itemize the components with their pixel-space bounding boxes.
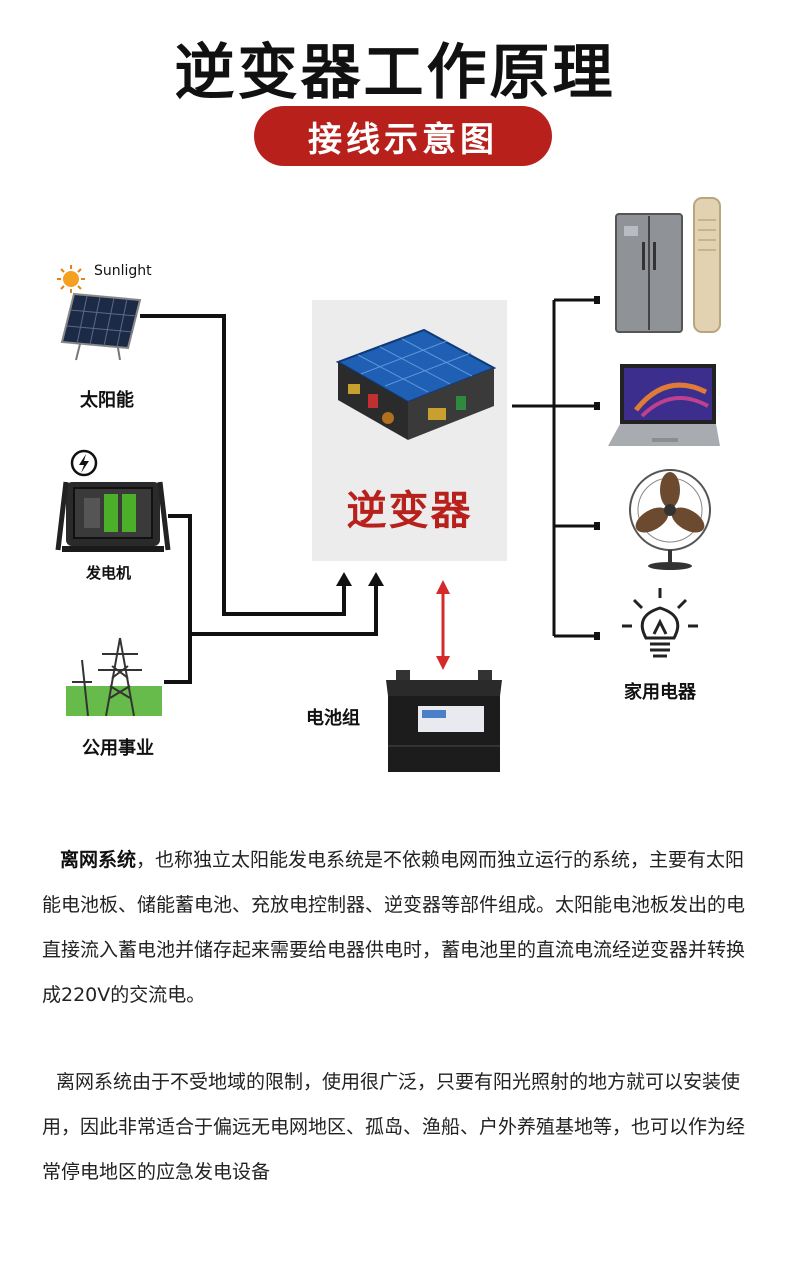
utility-wire (190, 584, 378, 636)
battery-arrow-down (436, 656, 450, 670)
wiring-diagram (140, 296, 600, 684)
light-bulb-icon (622, 588, 698, 658)
utility-label: 公用事业 (82, 738, 154, 759)
inverter-device-icon (335, 328, 497, 440)
off-grid-term: 离网系统 (60, 849, 137, 871)
battery-icon (386, 670, 502, 772)
subtitle-badge: 接线示意图 (254, 106, 552, 166)
generator-label: 发电机 (86, 564, 132, 582)
air-conditioner-icon (693, 197, 721, 333)
inverter-label: 逆变器 (346, 488, 473, 534)
generator-wire (164, 514, 192, 684)
solar-panel-icon (60, 292, 142, 361)
description-paragraph-1: 离网系统，也称独立太阳能发电系统是不依赖电网而独立运行的系统，主要有太阳能电池板… (42, 838, 752, 1018)
battery-label: 电池组 (306, 708, 360, 729)
fan-icon (629, 469, 711, 570)
output-plugs (554, 296, 600, 640)
solar-wire-arrow (336, 572, 352, 586)
battery-arrow-up (436, 580, 450, 594)
appliances-label: 家用电器 (624, 682, 696, 703)
generator-icon (55, 481, 171, 552)
refrigerator-icon (615, 213, 683, 333)
page-title: 逆变器工作原理 (174, 38, 616, 108)
sunlight-label: Sunlight (94, 263, 152, 279)
paragraph-1-text: ，也称独立太阳能发电系统是不依赖电网而独立运行的系统，主要有太阳能电池板、储能蓄… (42, 849, 746, 1006)
solar-label: 太阳能 (80, 390, 134, 411)
solar-wire (140, 314, 346, 616)
laptop-icon (608, 364, 720, 446)
utility-wire-arrow (368, 572, 384, 586)
power-tower-icon (66, 637, 162, 717)
lightning-icon (70, 449, 98, 477)
description-paragraph-2: 离网系统由于不受地域的限制，使用很广泛，只要有阳光照射的地方就可以安装使用，因此… (42, 1071, 746, 1183)
sun-icon (57, 265, 85, 293)
